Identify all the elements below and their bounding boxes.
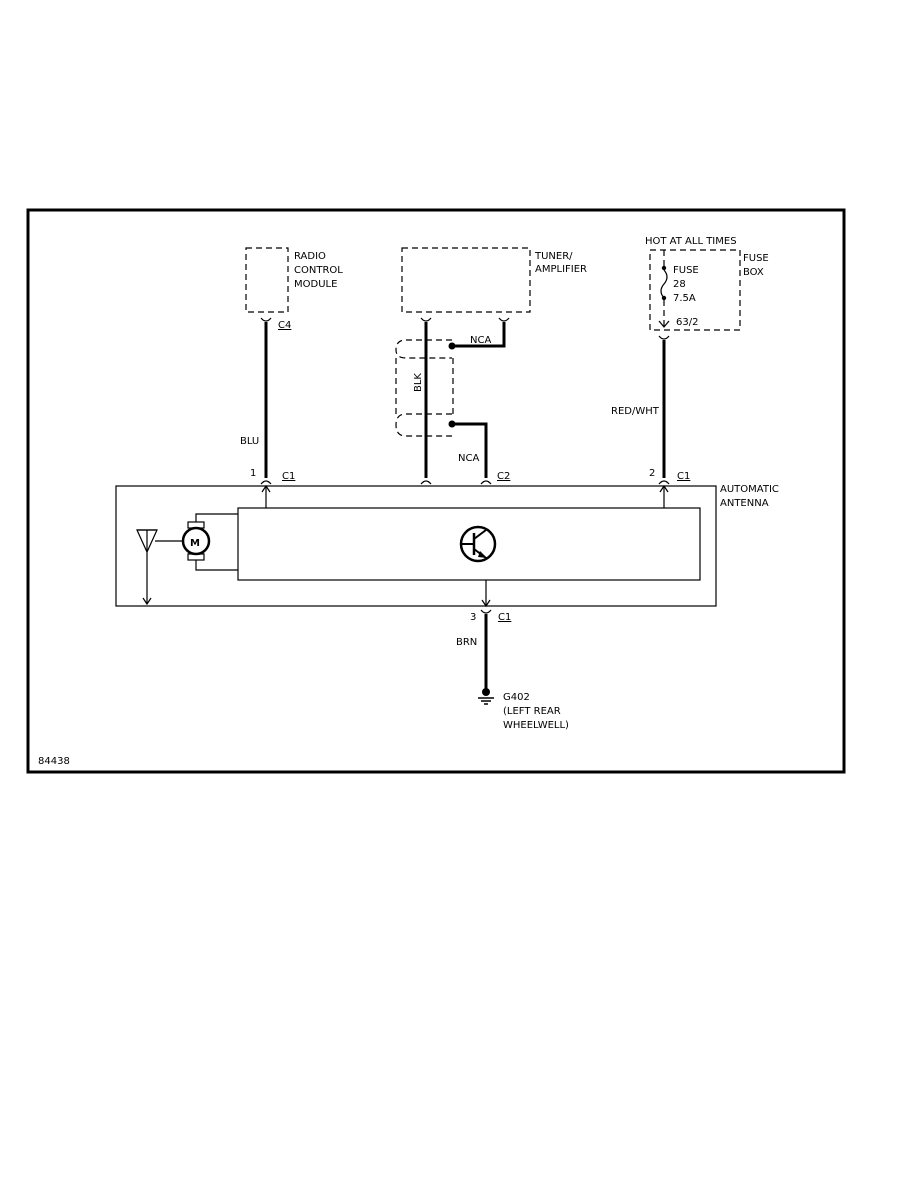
fuse-arrow: [658, 320, 670, 328]
motor-top-lead: [195, 513, 238, 522]
c1-pin1-label: C1: [282, 471, 295, 482]
tuner-left-connector-symbol: [420, 317, 432, 322]
c1-pin2-label: C1: [677, 471, 690, 482]
fuse-box: [649, 249, 741, 331]
nca-top-splice: [448, 342, 456, 350]
fuse-box-connector-symbol: [658, 335, 670, 340]
fuse-symbol: [660, 269, 668, 299]
motor-bottom-lead: [195, 560, 238, 571]
nca-top-label: NCA: [470, 335, 491, 346]
red-wht-wire-label: RED/WHT: [611, 406, 660, 417]
radio-control-module-label-1: RADIO: [294, 251, 326, 262]
tuner-amplifier-label-2: AMPLIFIER: [535, 264, 587, 275]
fuse-label-2: 28: [673, 279, 686, 290]
fuse-terminal-bottom: [661, 295, 667, 301]
pin2-internal-arrow: [659, 484, 669, 493]
brn-wire-label: BRN: [456, 637, 477, 648]
tuner-right-connector-symbol: [498, 317, 510, 322]
c1-pin2-number: 2: [649, 468, 655, 479]
c2-connector-label: C2: [497, 471, 510, 482]
c4-connector-symbol: [260, 317, 272, 322]
fuse-terminal-top: [661, 265, 667, 271]
pin1-internal-arrow: [261, 484, 271, 493]
nca-bottom-label: NCA: [458, 453, 479, 464]
antenna-mast-icon: [136, 529, 158, 606]
automatic-antenna-label-2: ANTENNA: [720, 498, 769, 509]
radio-control-module-box: [245, 247, 289, 313]
shield-top: [395, 339, 452, 359]
automatic-antenna-box: [115, 485, 717, 607]
ground-label-1: G402: [503, 692, 530, 703]
hot-at-all-times-label: HOT AT ALL TIMES: [645, 236, 737, 247]
fuse-box-label-2: BOX: [743, 267, 764, 278]
radio-control-module-label-3: MODULE: [294, 279, 337, 290]
c2-right-connector-symbol: [480, 480, 492, 485]
ground-internal-arrow: [481, 599, 491, 608]
c4-connector-label: C4: [278, 320, 291, 331]
transistor-icon: [459, 525, 497, 563]
diagram-frame: [26, 208, 846, 774]
tuner-amplifier-label-1: TUNER/: [534, 251, 573, 262]
ground-label-2: (LEFT REAR: [503, 706, 561, 717]
fuse-terminal-label: 63/2: [676, 317, 698, 328]
blu-wire-label: BLU: [240, 436, 259, 447]
ground-icon: [478, 688, 494, 705]
fuse-label-1: FUSE: [673, 265, 699, 276]
shield-bottom: [395, 413, 452, 437]
c1-pin1-connector-symbol: [260, 480, 272, 485]
radio-control-module-label-2: CONTROL: [294, 265, 343, 276]
tuner-amplifier-box: [401, 247, 531, 313]
c1-pin3-number: 3: [470, 612, 476, 623]
c1-pin2-connector-symbol: [658, 480, 670, 485]
fuse-label-3: 7.5A: [673, 293, 696, 304]
ground-label-3: WHEELWELL): [503, 720, 569, 731]
automatic-antenna-label-1: AUTOMATIC: [720, 484, 779, 495]
c2-left-connector-symbol: [420, 480, 432, 485]
nca-top-wire: [452, 322, 506, 348]
c1-pin3-label: C1: [498, 612, 511, 623]
c1-pin3-connector-symbol: [480, 609, 492, 614]
antenna-control-unit: [237, 507, 701, 581]
motor-label: M: [190, 538, 200, 549]
nca-bottom-wire: [452, 422, 488, 478]
nca-bottom-splice: [448, 420, 456, 428]
c1-pin1-number: 1: [250, 468, 256, 479]
blk-wire-label: BLK: [413, 373, 424, 392]
fuse-box-label-1: FUSE: [743, 253, 769, 264]
figure-id: 84438: [38, 756, 70, 767]
